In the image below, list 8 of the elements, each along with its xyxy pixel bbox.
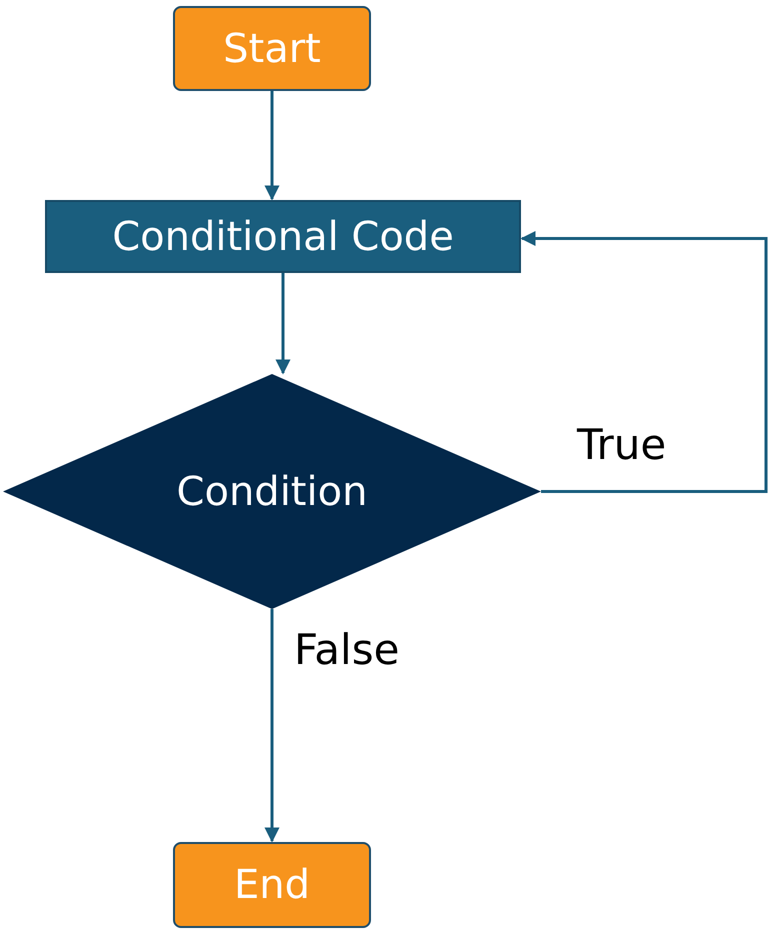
decision-diamond: Condition	[3, 374, 541, 609]
terminal-box: End	[173, 842, 371, 928]
arrow	[264, 91, 280, 200]
arrow	[520, 231, 768, 493]
arrow	[264, 609, 280, 842]
process-box: Conditional Code	[45, 200, 521, 273]
terminal-box: Start	[173, 6, 371, 91]
arrow	[276, 273, 290, 374]
